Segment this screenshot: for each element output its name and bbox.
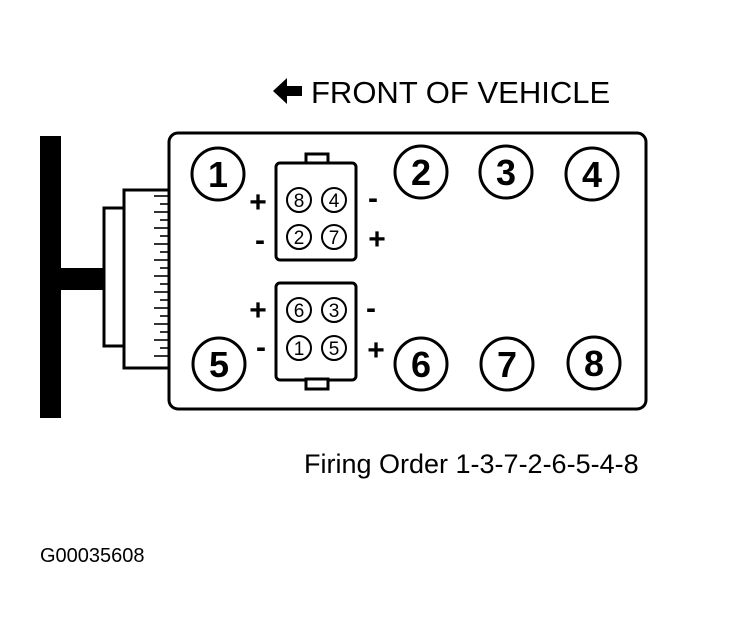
cylinder-number: 7	[497, 344, 517, 385]
cylinder-number: 8	[584, 343, 604, 384]
cylinder-number: 6	[411, 344, 431, 385]
cylinder-number: 5	[209, 344, 229, 385]
coil-terminal: 2	[294, 228, 305, 249]
polarity-sign: -	[255, 224, 265, 257]
firing-order-caption: Firing Order 1-3-7-2-6-5-4-8	[304, 449, 639, 479]
pulley-ticks	[154, 195, 168, 357]
polarity-sign: -	[368, 182, 378, 215]
coil-terminal: 6	[294, 301, 305, 322]
polarity-sign: +	[368, 223, 386, 256]
coil-terminal: 4	[329, 191, 340, 212]
coil-terminal: 7	[329, 228, 340, 249]
polarity-sign: -	[256, 331, 266, 364]
polarity-sign: +	[249, 294, 267, 327]
fan-pulley	[40, 136, 172, 418]
cylinder-row-bottom: 5 6 7 8	[191, 335, 622, 392]
cylinder-row-top: 1 2 3 4	[190, 144, 620, 202]
figure-id: G00035608	[40, 545, 145, 567]
polarity-sign: +	[249, 186, 267, 219]
polarity-sign: +	[367, 334, 385, 367]
coil-pack-upper: 8 4 2 7 + - - +	[249, 152, 386, 262]
coil-terminal: 5	[329, 339, 340, 360]
coil-terminal: 1	[294, 339, 305, 360]
polarity-sign: -	[366, 292, 376, 325]
cylinder-number: 1	[208, 154, 228, 195]
front-of-vehicle-label: FRONT OF VEHICLE	[311, 75, 610, 110]
coil-pack-lower: 6 3 1 5 + - - +	[249, 281, 385, 391]
cylinder-number: 4	[582, 154, 602, 195]
front-of-vehicle-indicator: FRONT OF VEHICLE	[273, 75, 610, 110]
cylinder-number: 3	[496, 152, 516, 193]
coil-terminal: 8	[294, 191, 305, 212]
cylinder-number: 2	[411, 152, 431, 193]
coil-terminal: 3	[329, 301, 340, 322]
arrow-left-icon	[273, 78, 302, 104]
